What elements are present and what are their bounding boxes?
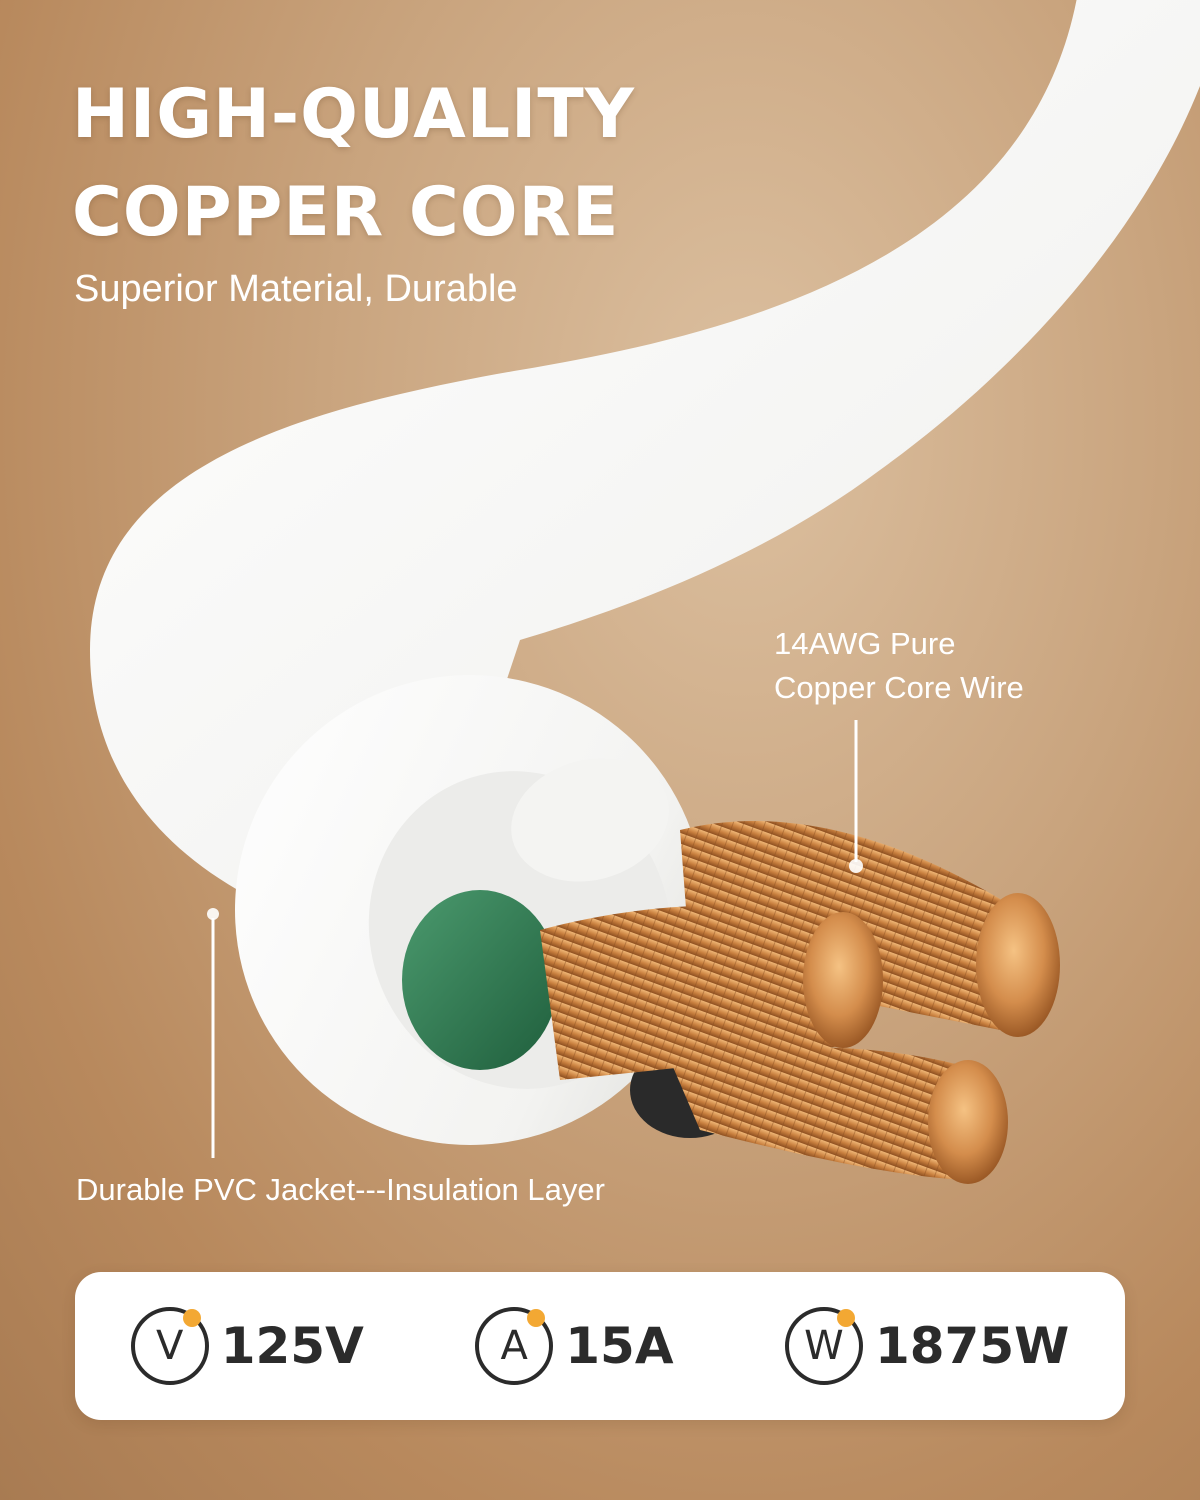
- voltage-value: 125V: [220, 1317, 364, 1375]
- current-symbol: A: [500, 1323, 528, 1369]
- subtitle: Superior Material, Durable: [74, 268, 518, 310]
- ground-insulation: [402, 890, 558, 1070]
- current-icon: A: [475, 1307, 554, 1385]
- voltage-icon: V: [130, 1307, 209, 1385]
- copper-wire-bottom: [670, 1047, 965, 1180]
- spec-panel: V 125V A 15A W 1875W: [75, 1272, 1125, 1420]
- wattage-symbol: W: [804, 1323, 844, 1369]
- headline-line-1: HIGH-QUALITY: [72, 75, 635, 154]
- copper-wire-middle: [540, 905, 845, 1080]
- wattage-icon: W: [784, 1307, 863, 1385]
- callout-copper-wire-line-1: 14AWG Pure: [774, 626, 956, 661]
- spec-wattage: W 1875W: [784, 1307, 1070, 1385]
- headline: HIGH-QUALITY COPPER CORE: [72, 66, 635, 262]
- wattage-value: 1875W: [874, 1317, 1070, 1375]
- headline-line-2: COPPER CORE: [72, 173, 620, 252]
- accent-dot: [836, 1309, 855, 1327]
- copper-end-bottom: [928, 1060, 1008, 1184]
- accent-dot: [182, 1309, 201, 1327]
- spec-current: A 15A: [475, 1307, 674, 1385]
- callout-copper-wire: 14AWG Pure Copper Core Wire: [774, 622, 1024, 710]
- copper-end-middle: [803, 912, 883, 1048]
- callout-pvc-jacket: Durable PVC Jacket---Insulation Layer: [76, 1172, 605, 1207]
- spec-voltage: V 125V: [130, 1307, 364, 1385]
- callout-copper-wire-line-2: Copper Core Wire: [774, 670, 1024, 705]
- copper-end-top: [976, 893, 1060, 1037]
- white-insulation: [511, 758, 669, 882]
- accent-dot: [527, 1309, 546, 1327]
- current-value: 15A: [565, 1317, 674, 1375]
- voltage-symbol: V: [156, 1323, 184, 1369]
